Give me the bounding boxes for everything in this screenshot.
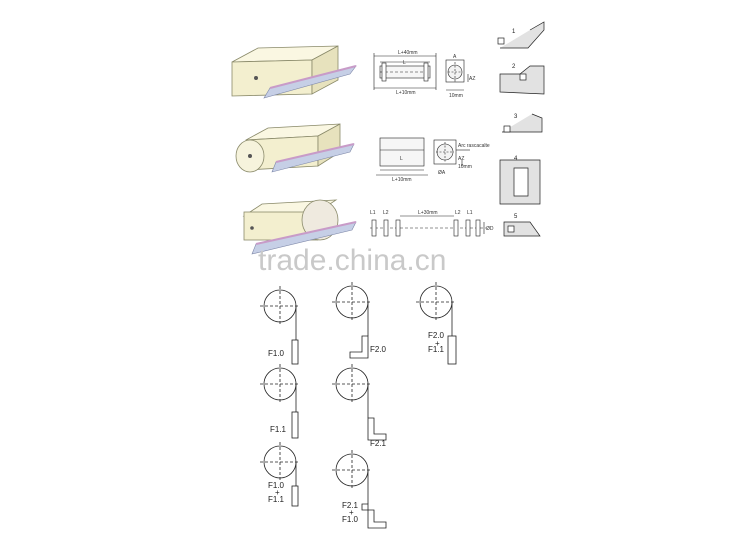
profile-sections bbox=[497, 21, 545, 237]
dim3-label-dia: ØD bbox=[486, 226, 494, 232]
dim2-label-bottom: L+10mm bbox=[392, 177, 412, 183]
fixture-label-f1-0: F1.0 bbox=[268, 349, 285, 358]
dim3-label-r2: L1 bbox=[467, 210, 473, 216]
fixture-label-f2-1-plus: + bbox=[349, 508, 354, 517]
dimension-drawing-3 bbox=[370, 215, 486, 237]
illustration-box-2 bbox=[235, 123, 355, 173]
dim-label-mid: L bbox=[403, 60, 406, 66]
watermark: trade.china.cn bbox=[258, 244, 446, 277]
dim3-label-r1: L2 bbox=[455, 210, 461, 216]
dim2-label-side: 10mm bbox=[458, 164, 472, 170]
dim2-label-mid: L bbox=[400, 156, 403, 162]
fixture-f2-0-f1-1 bbox=[416, 282, 457, 365]
dim-label-bottom: L+10mm bbox=[396, 90, 416, 96]
fixture-label-f2-0-a: F2.0 bbox=[428, 331, 445, 340]
fixture-label-f2-1-b: F1.0 bbox=[342, 515, 359, 524]
profile-label-4: 4 bbox=[514, 156, 518, 162]
dim-label-a: A bbox=[453, 54, 457, 60]
dimension-drawing-2 bbox=[376, 137, 470, 176]
dim2-label-az: AZ bbox=[458, 156, 464, 162]
dim2-label-a: ØA bbox=[438, 170, 446, 176]
dim3-label-l2: L2 bbox=[383, 210, 389, 216]
fixture-f1-1 bbox=[260, 364, 300, 439]
fixture-f2-0 bbox=[332, 282, 372, 359]
fixture-label-f2-0-plus: + bbox=[435, 339, 440, 348]
fixture-f1-0 bbox=[260, 286, 300, 365]
fixture-label-f2-1-a: F2.1 bbox=[342, 501, 359, 510]
profile-label-2: 2 bbox=[512, 64, 516, 70]
dim3-label-l1: L1 bbox=[370, 210, 376, 216]
fixture-label-f1-0-b: F1.1 bbox=[268, 495, 285, 504]
illustration-box-3 bbox=[242, 199, 357, 255]
fixture-f1-0-f1-1 bbox=[260, 442, 300, 507]
fixture-label-f2-0-b: F1.1 bbox=[428, 345, 445, 354]
fixture-label-f2-1: F2.1 bbox=[370, 439, 387, 448]
fixture-label-f1-0-a: F1.0 bbox=[268, 481, 285, 490]
dim-label-top: L+40mm bbox=[398, 50, 418, 56]
dimension-drawing-1 bbox=[373, 53, 469, 91]
fixture-f2-1-f1-0 bbox=[332, 450, 387, 529]
illustration-box-1 bbox=[231, 45, 357, 99]
fixture-label-f1-1: F1.1 bbox=[270, 425, 287, 434]
dim3-label-mid: L+30mm bbox=[418, 210, 438, 216]
fixture-label-f2-0: F2.0 bbox=[370, 345, 387, 354]
profile-label-1: 1 bbox=[512, 29, 516, 35]
profile-label-5: 5 bbox=[514, 214, 518, 220]
profile-label-3: 3 bbox=[514, 114, 518, 120]
dim-label-side: 10mm bbox=[449, 93, 463, 99]
dim2-label-note: Arc rascacalte bbox=[458, 143, 490, 149]
fixture-label-f1-0-plus: + bbox=[275, 488, 280, 497]
fixture-f2-1 bbox=[332, 364, 387, 441]
dim-label-az: AZ bbox=[469, 76, 475, 82]
